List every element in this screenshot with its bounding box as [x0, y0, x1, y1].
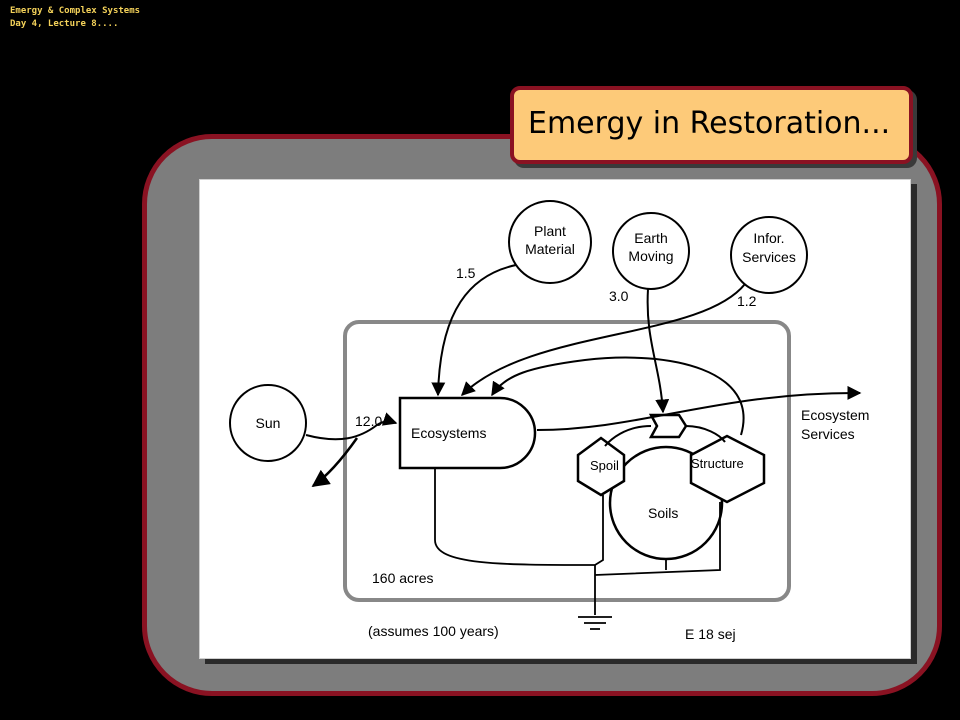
plant-label-1: Plant [534, 223, 566, 239]
spoil-storage [576, 436, 626, 497]
plant-material-source [508, 200, 592, 284]
assumption-label: (assumes 100 years) [368, 623, 499, 639]
header-lecture: Day 4, Lecture 8.... [10, 19, 119, 29]
output-label-1: Ecosystem [801, 407, 869, 423]
slide-title-box: Emergy in Restoration... [510, 86, 913, 164]
infor-flow [461, 283, 746, 396]
interaction-symbol [648, 413, 688, 439]
ecosystems-producer [398, 396, 537, 470]
earth-flow-value: 3.0 [609, 288, 629, 304]
infor-label-1: Infor. [753, 230, 784, 246]
sun-reflection [311, 437, 359, 488]
system-boundary [343, 320, 791, 602]
sun-source [229, 384, 307, 462]
plant-label-2: Material [525, 241, 575, 257]
spoil-label: Spoil [590, 458, 619, 473]
earth-flow [646, 288, 670, 414]
output-label-2: Services [801, 426, 855, 442]
lecture-header: Emergy & Complex Systems Day 4, Lecture … [10, 5, 140, 31]
sun-flow-value: 12.0 [355, 413, 382, 429]
infor-services-source [730, 216, 808, 294]
slide-title: Emergy in Restoration... [528, 106, 891, 141]
soils-label: Soils [648, 505, 678, 521]
structure-label: Structure [691, 456, 744, 471]
sun-label: Sun [256, 415, 281, 431]
sun-flow [305, 412, 398, 441]
infor-flow-value: 1.2 [737, 293, 757, 309]
units-label: E 18 sej [685, 626, 736, 642]
services-output [536, 385, 862, 431]
plant-flow [431, 264, 517, 397]
earth-label-2: Moving [628, 248, 673, 264]
area-label: 160 acres [372, 570, 433, 586]
feedback-to-structure [685, 425, 726, 443]
infor-label-2: Services [742, 249, 796, 265]
heat-sink-symbol [578, 616, 612, 630]
ecosystems-label: Ecosystems [411, 425, 486, 441]
plant-flow-value: 1.5 [456, 265, 476, 281]
header-course: Emergy & Complex Systems [10, 6, 141, 16]
earth-label-1: Earth [634, 230, 667, 246]
heat-sink-lines [434, 468, 721, 615]
structure-storage [689, 434, 766, 504]
emergy-diagram: Plant Material Earth Moving Infor. Servi… [199, 179, 911, 659]
feedback-to-spoil [604, 425, 652, 447]
feedback-flow [491, 356, 745, 436]
earth-moving-source [612, 212, 690, 290]
